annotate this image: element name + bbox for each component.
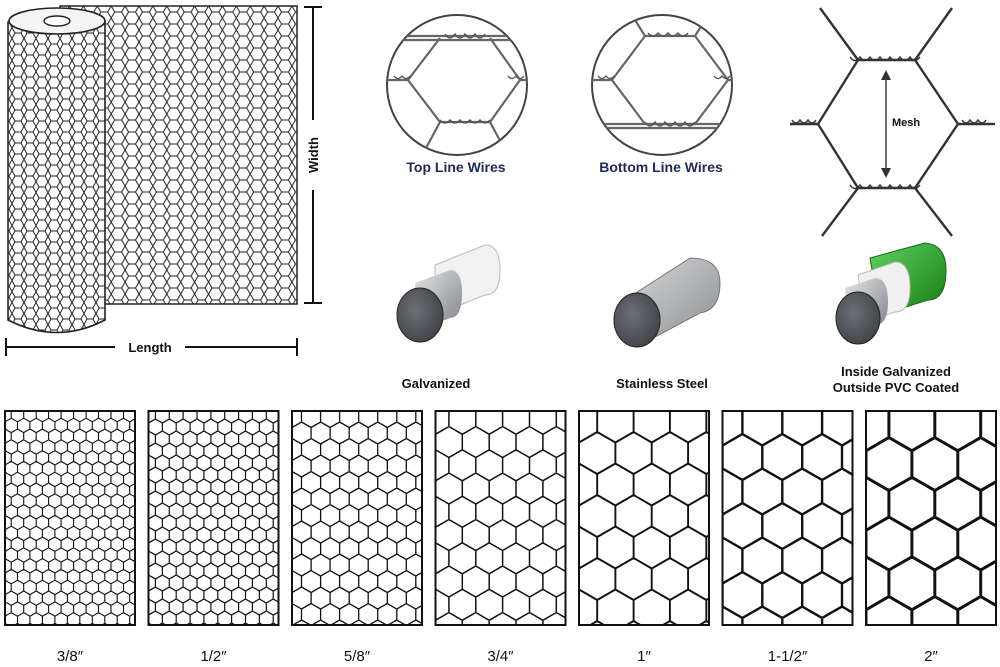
mesh-size-panels: 3/8″ 1/2″ 5/8″ 3/4″ 1″ 1-1/2″ 2″ bbox=[4, 410, 997, 665]
mesh-size-label: 3/4″ bbox=[487, 648, 514, 665]
mesh-size-panel: 5/8″ bbox=[291, 410, 423, 665]
top-line-wires-detail: Top Line Wires bbox=[386, 14, 528, 175]
hexagon-mesh bbox=[435, 411, 566, 625]
panel-border bbox=[578, 410, 710, 626]
mesh-size-label: 3/8″ bbox=[57, 648, 84, 665]
roll-core-hole bbox=[43, 15, 71, 27]
hexagon-mesh bbox=[148, 411, 279, 625]
mesh-size-detail: Mesh bbox=[790, 7, 995, 237]
material-label: Stainless Steel bbox=[616, 376, 708, 391]
panel-border bbox=[721, 410, 854, 626]
bottom-line-wires-label: Bottom Line Wires bbox=[599, 159, 723, 175]
mesh-size-panel: 3/4″ bbox=[434, 410, 567, 665]
hexagon-mesh bbox=[292, 411, 422, 625]
top-line-wires-label: Top Line Wires bbox=[406, 159, 505, 175]
material-pvc-coated: Inside Galvanized Outside PVC Coated bbox=[833, 242, 959, 395]
mesh-size-label: 1-1/2″ bbox=[768, 648, 808, 665]
length-label: Length bbox=[128, 340, 171, 355]
material-stainless-steel: Stainless Steel bbox=[613, 257, 721, 391]
mesh-size-panel: 1-1/2″ bbox=[721, 410, 854, 665]
width-label: Width bbox=[306, 137, 321, 173]
panel-border bbox=[434, 410, 567, 626]
mesh-size-panel: 1/2″ bbox=[147, 410, 280, 665]
hexagon-mesh bbox=[5, 411, 135, 625]
mesh-size-label: 5/8″ bbox=[344, 648, 371, 665]
mesh-label: Mesh bbox=[892, 117, 920, 129]
mesh-size-panel: 1″ bbox=[578, 410, 710, 665]
material-galvanized: Galvanized bbox=[396, 244, 501, 391]
panel-border bbox=[147, 410, 280, 626]
material-label-line2: Outside PVC Coated bbox=[833, 380, 959, 395]
bottom-line-wires-detail: Bottom Line Wires bbox=[591, 14, 733, 175]
width-dimension: Width bbox=[304, 6, 322, 304]
mesh-size-label: 2″ bbox=[924, 648, 938, 665]
hexagon-mesh bbox=[579, 411, 709, 625]
panel-border bbox=[4, 410, 136, 626]
mesh-size-label: 1″ bbox=[637, 648, 651, 665]
material-label: Inside Galvanized bbox=[841, 364, 951, 379]
mesh-size-panel: 2″ bbox=[865, 410, 997, 665]
length-dimension: Length bbox=[5, 338, 298, 356]
hexagon-mesh bbox=[866, 411, 996, 625]
material-label: Galvanized bbox=[402, 376, 471, 391]
panel-border bbox=[865, 410, 997, 626]
mesh-size-panel: 3/8″ bbox=[4, 410, 136, 665]
mesh-size-label: 1/2″ bbox=[200, 648, 227, 665]
panel-border bbox=[291, 410, 423, 626]
mesh-roll: Width Length bbox=[5, 5, 322, 356]
